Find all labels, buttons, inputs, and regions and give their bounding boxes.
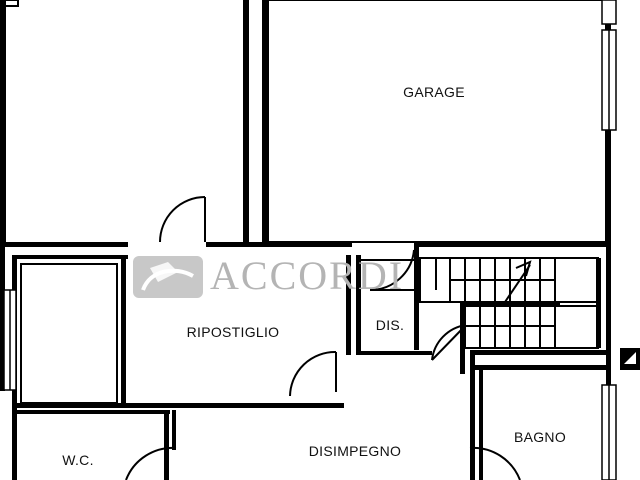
watermark: ACCORDI [133,253,404,298]
wardrobe-box [20,263,118,404]
wall-wc-east [164,410,169,480]
label-wc: W.C. [62,452,94,468]
stair-arrow-line [504,264,531,303]
doors [125,196,521,480]
room-labels: GARAGE RIPOSTIGLIO DIS. DISIMPEGNO BAGNO… [62,84,566,468]
label-garage: GARAGE [403,84,465,100]
door-swing-dis [369,249,415,292]
wall-bagno-top [470,350,610,355]
windows [3,0,617,480]
outlines [0,0,607,404]
window-right-top [601,0,617,25]
door-leaf-dis-lower [431,324,467,361]
wall-wc-east-2 [172,410,176,450]
wall-stair-lower-mid [464,302,560,306]
door-swing-wc [125,446,177,480]
stairs [435,258,556,348]
wall-dis-west [356,255,361,355]
wall-rip-south-left [12,403,344,408]
wall-horizontal-upper-left [0,242,128,247]
wall-rip-east [346,255,351,355]
window-top-left [0,0,19,7]
wall-horizontal-upper-mid [206,242,352,247]
wall-wc-top [12,410,170,414]
label-ripostiglio: RIPOSTIGLIO [187,324,280,340]
garage-inner [267,0,607,243]
walls [0,0,611,480]
wall-dis-east [414,242,419,350]
label-dis: DIS. [376,317,404,333]
wall-bagno-west-inner [479,365,483,480]
label-bagno: BAGNO [514,429,566,445]
door-swing-dis-lower [431,324,467,361]
wall-left-outer [0,0,5,391]
door-swing-upper [159,196,206,243]
wall-dis-south [356,351,432,355]
wall-garage-west [262,0,268,247]
watermark-brand: ACCORDI [210,253,404,298]
wall-stair-lower-wall [460,302,465,374]
door-swing-bagno [469,446,521,480]
door-swing-rip [289,350,337,397]
wall-bagno-west [470,350,475,480]
stair-arrow-head [515,260,532,277]
wall-horizontal-upper-right [414,242,606,247]
label-disimpegno: DISIMPEGNO [309,443,401,459]
wall-left-room-east [243,0,249,247]
wall-bagno-top2 [470,365,610,370]
wall-right-outer [606,0,611,480]
wall-rip-west [121,255,126,405]
wall-lower-left-top [12,255,128,259]
